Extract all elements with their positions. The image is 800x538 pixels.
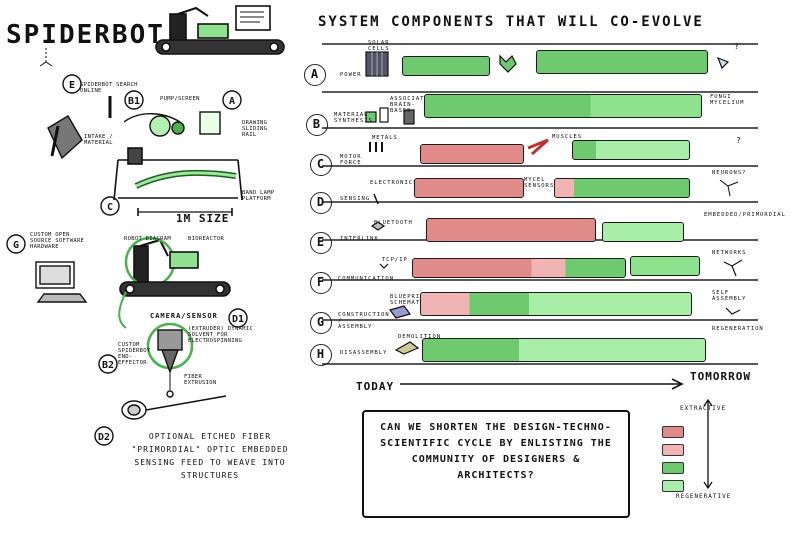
lower-robot-icon (118, 236, 231, 329)
label-e: E (69, 80, 75, 91)
legend-swatch-3 (662, 462, 684, 474)
row-f-note: TCP/IP (382, 257, 408, 263)
label-a: A (229, 96, 235, 107)
question-box: CAN WE SHORTEN THE DESIGN-TECHNO-SCIENTI… (362, 410, 630, 518)
spiderbot-title: SPiDERBOT (6, 20, 165, 50)
row-d-mid-note: MYCEL SENSORS (524, 177, 555, 189)
spiderbot-illustration: E B1 A C G D1 B2 D2 (6, 5, 285, 446)
label-b2: B2 (102, 360, 114, 371)
row-c-end-note: ? (736, 136, 742, 145)
note-band-lamp: BAND LAMP PLATFORM (242, 190, 275, 202)
bar-h (422, 338, 706, 362)
legend-top-label: EXTRACTIVE (680, 405, 727, 412)
question-text: CAN WE SHORTEN THE DESIGN-TECHNO-SCIENTI… (380, 422, 612, 481)
axis-end-label: TOMORROW (690, 370, 751, 383)
note-open-source: CUSTOM OPEN SOURCE SOFTWARE HARDWARE (30, 232, 85, 250)
bar-e-2 (602, 222, 684, 242)
row-a-end-note: ? (734, 42, 740, 51)
row-g-end-note: SELF ASSEMBLY (712, 290, 747, 302)
bar-d-1 (414, 178, 524, 198)
legend-swatch-4 (662, 480, 684, 492)
row-f-end-note: NETWORKS (712, 250, 747, 256)
end-effector-icon (146, 322, 194, 398)
row-a-label: POWER (340, 72, 362, 78)
computer-icon (35, 261, 88, 303)
row-b-note: ASSOCIATIVE BRAIN-BASED (390, 96, 438, 114)
note-end-effector: CUSTOM SPIDERBOT END-EFFECTOR (118, 342, 151, 366)
bar-f-1 (412, 258, 626, 278)
row-c-label: MOTOR FORCE (340, 154, 362, 166)
row-a-note: SOLAR CELLS (368, 40, 390, 52)
fiber-spool-icon (121, 395, 227, 420)
note-pump-screen: PUMP/SCREEN (160, 96, 200, 102)
bar-c-1 (420, 144, 524, 164)
row-label-a: A (304, 64, 326, 86)
printer-e-icon (47, 115, 83, 160)
label-c: C (107, 202, 113, 213)
note-dimension: 1M SIZE (176, 212, 230, 225)
note-search-online: SPIDERBOT SEARCH ONLINE (80, 82, 138, 94)
row-h-end-note: REGENERATION (712, 326, 764, 332)
row-c-note: METALS (372, 135, 398, 141)
row-d-note: ELECTRONICS (370, 180, 418, 186)
bar-f-2 (630, 256, 700, 276)
axis-start-label: TODAY (356, 380, 395, 393)
bar-e-1 (426, 218, 596, 242)
bar-g (420, 292, 692, 316)
row-e-label: INTERLINK (340, 236, 379, 242)
row-d-end-note: NEURONS? (712, 170, 747, 176)
components-title: SYSTEM COMPONENTS THAT WILL CO-EVOLVE (318, 14, 704, 30)
bar-a-2 (536, 50, 708, 74)
row-f-label: COMMUNICATION (338, 276, 395, 282)
legend-bottom-label: REGENERATIVE (676, 493, 732, 500)
legend-swatch-1 (662, 426, 684, 438)
row-icons (365, 51, 743, 355)
label-d1: D1 (232, 314, 244, 325)
note-intake: INTAKE / MATERIAL (84, 134, 113, 146)
note-drawing-rail: DRAWING SLIDING RAIL (242, 120, 268, 138)
top-robot-icon (155, 5, 285, 55)
note-optional-fiber: OPTIONAL ETCHED FIBER "PRIMORDIAL" OPTIC… (131, 432, 289, 480)
label-g: G (13, 240, 19, 251)
bar-b (424, 94, 702, 118)
note-camera-sensor: CAMERA/SENSOR (150, 312, 218, 320)
note-extruder: (EXTRUDER) DYNAMIC SOLVENT FOR ELECTROSP… (188, 326, 254, 344)
row-e-note: BLUETOOTH (374, 220, 413, 226)
row-c-mid-note: MUSCLES (552, 134, 583, 140)
label-b1: B1 (128, 96, 140, 107)
note-fiber-extrusion: FIBER EXTRUSION (184, 374, 217, 386)
row-b-label: MATERIAL SYNTHESIS (334, 112, 373, 124)
row-label-c: C (310, 154, 332, 176)
row-e-end-note: EMBEDDED/PRIMORDIAL (704, 212, 786, 218)
bar-c-2 (572, 140, 690, 160)
row-g-label: CONSTRUCTION / ASSEMBLY (338, 312, 390, 330)
bar-a-1 (402, 56, 490, 76)
row-g-note: BLUEPRINTS SCHEMATICS (390, 294, 434, 306)
row-label-b: B (306, 114, 328, 136)
row-label-e: E (310, 232, 332, 254)
note-bioreactor: BIOREACTOR (188, 236, 225, 242)
row-label-f: F (310, 272, 332, 294)
row-b-end-note: FUNGI MYCELIUM (710, 94, 745, 106)
sliding-rail-icon (113, 147, 243, 216)
row-h-label: DISASSEMBLY (340, 350, 388, 356)
pump-screen-icon (108, 96, 221, 137)
row-label-d: D (310, 192, 332, 214)
row-label-h: H (310, 344, 332, 366)
bar-d-2 (554, 178, 690, 198)
row-h-note: DEMOLITION (398, 334, 442, 340)
note-robot-diagram: ROBOT DIAGRAM (124, 236, 171, 242)
legend-swatch-2 (662, 444, 684, 456)
row-d-label: SENSING (340, 196, 371, 202)
label-d2: D2 (98, 432, 110, 443)
row-label-g: G (310, 312, 332, 334)
